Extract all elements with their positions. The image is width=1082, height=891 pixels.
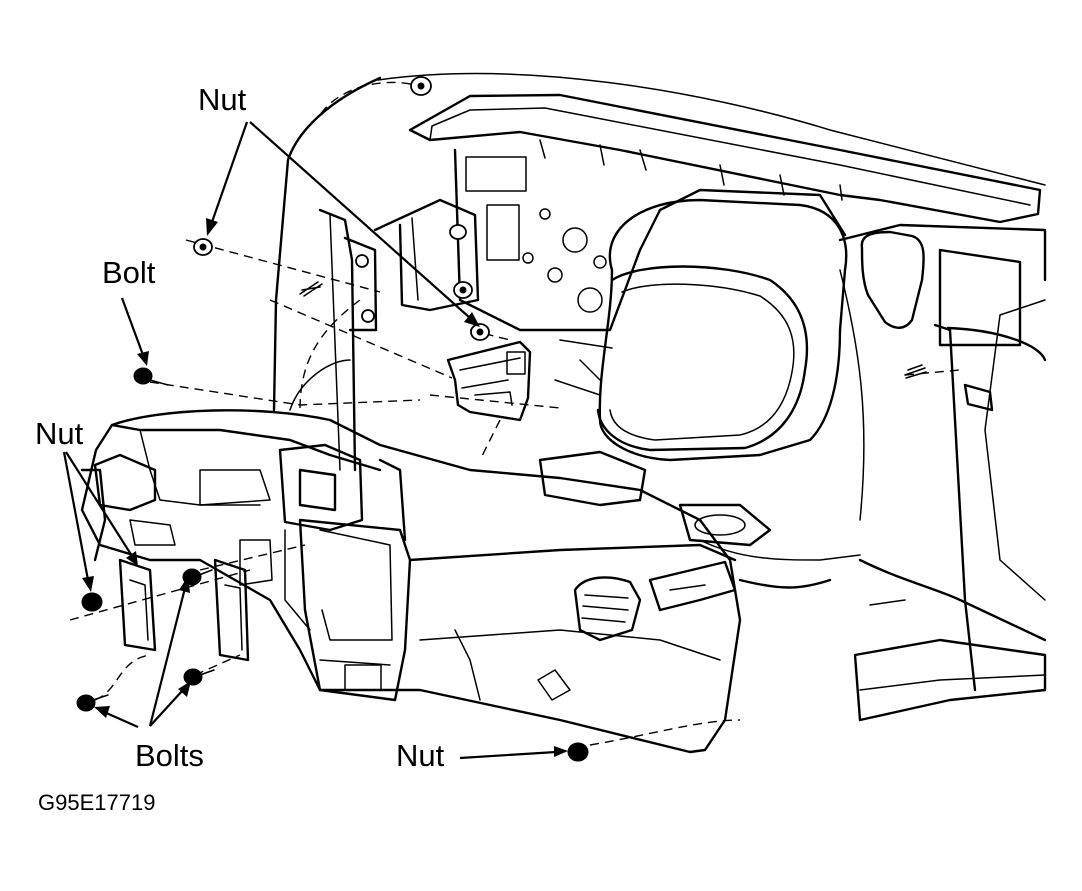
- label-nut-top: Nut: [198, 82, 247, 117]
- installation-paths: [69, 81, 961, 746]
- label-nut-left: Nut: [35, 416, 84, 451]
- instrument-panel: [80, 409, 772, 754]
- leader-arrows: [62, 121, 568, 760]
- arrow-icon: [94, 706, 110, 718]
- arrow-icon: [178, 681, 191, 697]
- bolt-icon: [76, 694, 109, 712]
- arrow-icon: [126, 551, 138, 566]
- arrow-icon: [464, 312, 480, 327]
- nut-icon: [470, 323, 490, 341]
- nut-icon: [449, 224, 467, 240]
- arrow-icon: [554, 746, 568, 757]
- bolt-icon: [183, 668, 215, 686]
- figure-code: G95E17719: [38, 790, 156, 815]
- nut-icon: [410, 76, 432, 96]
- arrow-icon: [137, 351, 149, 366]
- nut-icon: [567, 742, 589, 762]
- bolt-icon: [133, 367, 169, 386]
- vehicle-body-structure: [272, 72, 1047, 722]
- nut-icon: [193, 238, 213, 256]
- arrow-icon: [82, 576, 94, 592]
- stud-icon: [904, 364, 927, 379]
- mounting-bracket: [446, 340, 532, 422]
- arrow-icon: [206, 218, 218, 236]
- nut-icon: [453, 281, 473, 299]
- label-bolt: Bolt: [102, 255, 156, 290]
- fasteners: [76, 76, 927, 762]
- label-bolts: Bolts: [135, 738, 204, 773]
- nut-icon: [81, 592, 103, 612]
- arrow-icon: [179, 576, 190, 593]
- stud-icon: [299, 254, 375, 323]
- label-nut-bottom: Nut: [396, 738, 445, 773]
